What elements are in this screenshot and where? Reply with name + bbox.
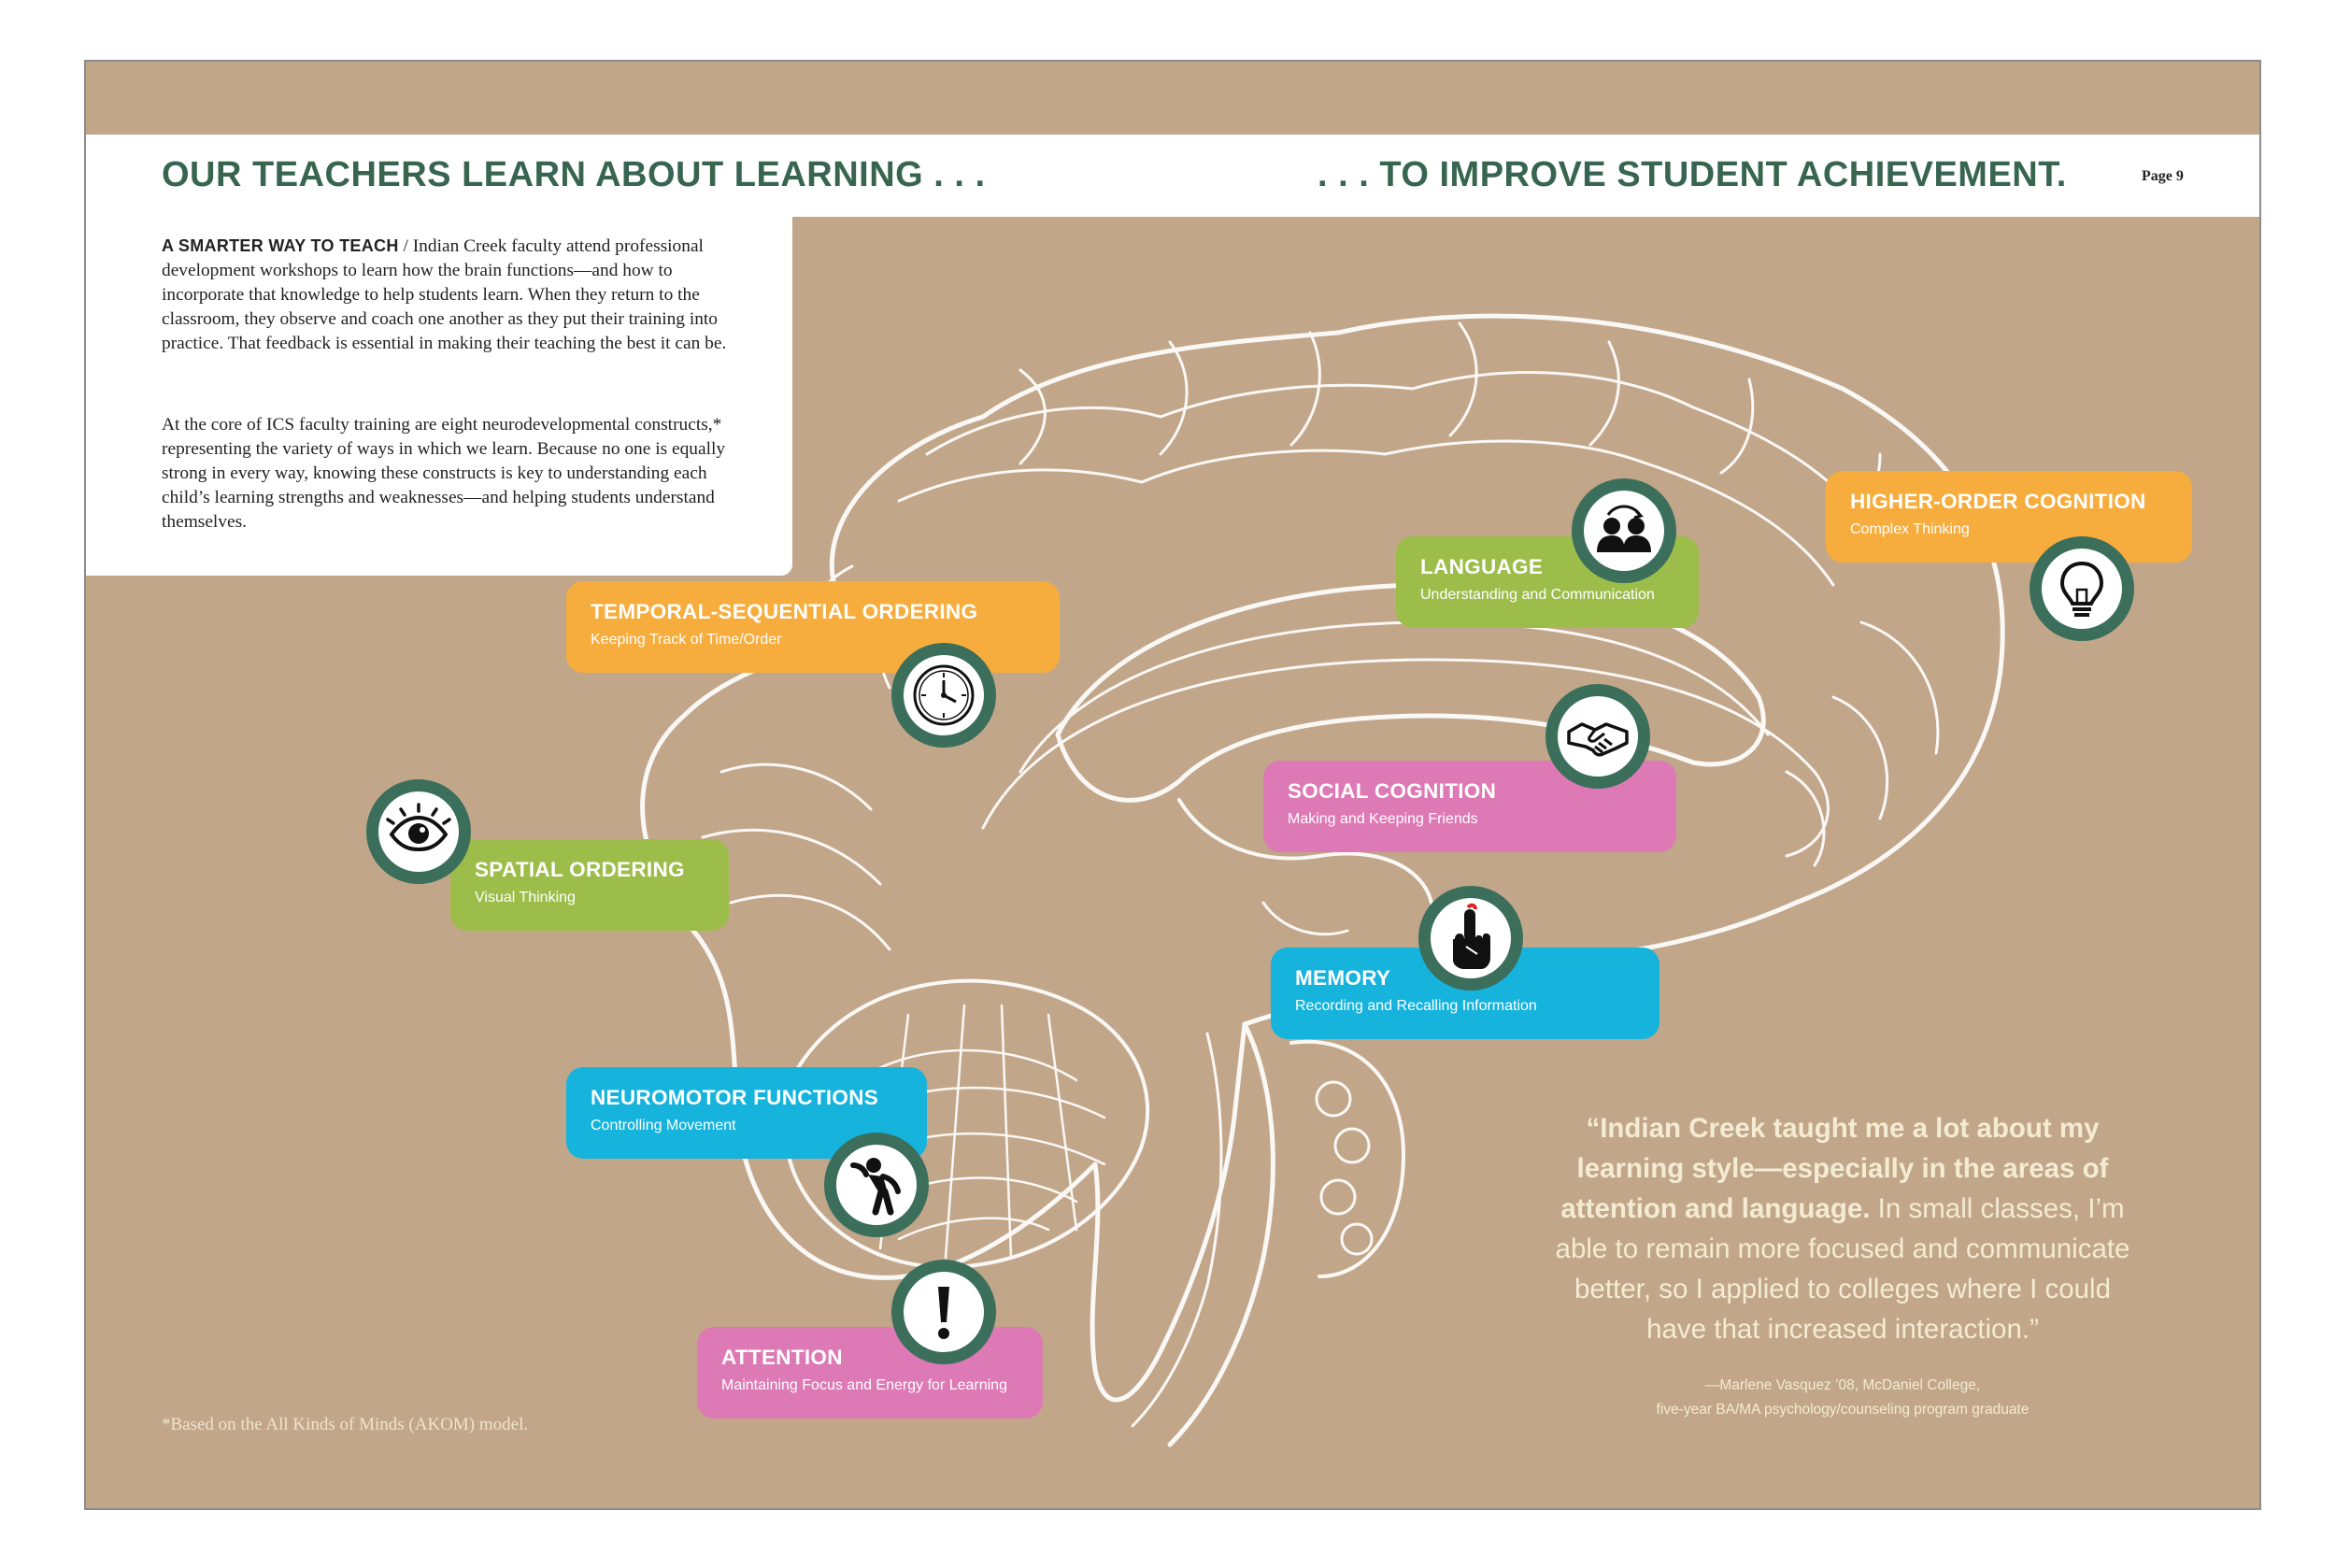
finger-reminder-icon bbox=[1418, 886, 1523, 991]
construct-neuromotor-subtitle: Controlling Movement bbox=[591, 1118, 736, 1133]
construct-attention-subtitle: Maintaining Focus and Energy for Learnin… bbox=[721, 1377, 1007, 1393]
construct-temporal-subtitle: Keeping Track of Time/Order bbox=[591, 632, 782, 648]
clock-icon bbox=[891, 643, 996, 748]
construct-language-title: LANGUAGE bbox=[1420, 555, 1544, 578]
construct-social-label: SOCIAL COGNITION Making and Keeping Frie… bbox=[1263, 761, 1676, 852]
people-icon bbox=[1572, 478, 1676, 583]
construct-social-title: SOCIAL COGNITION bbox=[1288, 779, 1497, 803]
quote-attribution: —Marlene Vasquez ’08, McDaniel College, f… bbox=[1544, 1374, 2142, 1422]
page-title-left: OUR TEACHERS LEARN ABOUT LEARNING . . . bbox=[162, 155, 986, 194]
construct-temporal-title: TEMPORAL-SEQUENTIAL ORDERING bbox=[591, 600, 978, 623]
construct-attention-title: ATTENTION bbox=[721, 1346, 843, 1369]
intro-paragraph-1: A SMARTER WAY TO TEACH / Indian Creek fa… bbox=[162, 234, 741, 356]
intro-paragraph-2: At the core of ICS faculty training are … bbox=[162, 415, 726, 532]
quote-regular-part: In small classes, I’m able to remain mor… bbox=[1555, 1193, 2130, 1345]
construct-spatial-label: SPATIAL ORDERING Visual Thinking bbox=[450, 839, 729, 931]
exclamation-icon bbox=[891, 1260, 996, 1364]
construct-higher-order-subtitle: Complex Thinking bbox=[1850, 521, 1970, 537]
quote-bold-part: “Indian Creek taught me a lot about my l… bbox=[1560, 1113, 2109, 1224]
construct-memory-title: MEMORY bbox=[1295, 966, 1391, 990]
construct-attention-label: ATTENTION Maintaining Focus and Energy f… bbox=[697, 1327, 1043, 1418]
page-title-right: . . . TO IMPROVE STUDENT ACHIEVEMENT. bbox=[1318, 155, 2067, 194]
construct-memory-subtitle: Recording and Recalling Information bbox=[1295, 998, 1537, 1014]
intro-text-box: A SMARTER WAY TO TEACH / Indian Creek fa… bbox=[86, 217, 792, 576]
testimonial-quote: “Indian Creek taught me a lot about my l… bbox=[1544, 1108, 2142, 1349]
header-band: OUR TEACHERS LEARN ABOUT LEARNING . . . … bbox=[86, 135, 2259, 217]
footnote: *Based on the All Kinds of Minds (AKOM) … bbox=[162, 1415, 529, 1434]
lightbulb-icon bbox=[2030, 536, 2134, 641]
handshake-icon bbox=[1545, 684, 1650, 789]
attribution-line-2: five-year BA/MA psychology/counseling pr… bbox=[1656, 1402, 2030, 1418]
construct-language-subtitle: Understanding and Communication bbox=[1420, 587, 1655, 603]
construct-higher-order-title: HIGHER-ORDER COGNITION bbox=[1850, 490, 2146, 513]
construct-spatial-title: SPATIAL ORDERING bbox=[475, 858, 685, 881]
construct-social-subtitle: Making and Keeping Friends bbox=[1288, 811, 1478, 827]
stretching-figure-icon bbox=[824, 1133, 929, 1237]
eye-icon bbox=[366, 779, 471, 884]
attribution-line-1: —Marlene Vasquez ’08, McDaniel College, bbox=[1704, 1377, 1981, 1393]
intro-lead-in: A SMARTER WAY TO TEACH bbox=[162, 236, 399, 255]
page-number: Page 9 bbox=[2142, 168, 2184, 184]
brochure-spread: OUR TEACHERS LEARN ABOUT LEARNING . . . … bbox=[84, 60, 2261, 1510]
intro-paragraph-1-text: / Indian Creek faculty attend profession… bbox=[162, 236, 727, 353]
construct-temporal-label: TEMPORAL-SEQUENTIAL ORDERING Keeping Tra… bbox=[566, 581, 1060, 673]
construct-neuromotor-title: NEUROMOTOR FUNCTIONS bbox=[591, 1086, 879, 1109]
construct-higher-order-label: HIGHER-ORDER COGNITION Complex Thinking bbox=[1826, 471, 2192, 563]
construct-spatial-subtitle: Visual Thinking bbox=[475, 890, 576, 905]
